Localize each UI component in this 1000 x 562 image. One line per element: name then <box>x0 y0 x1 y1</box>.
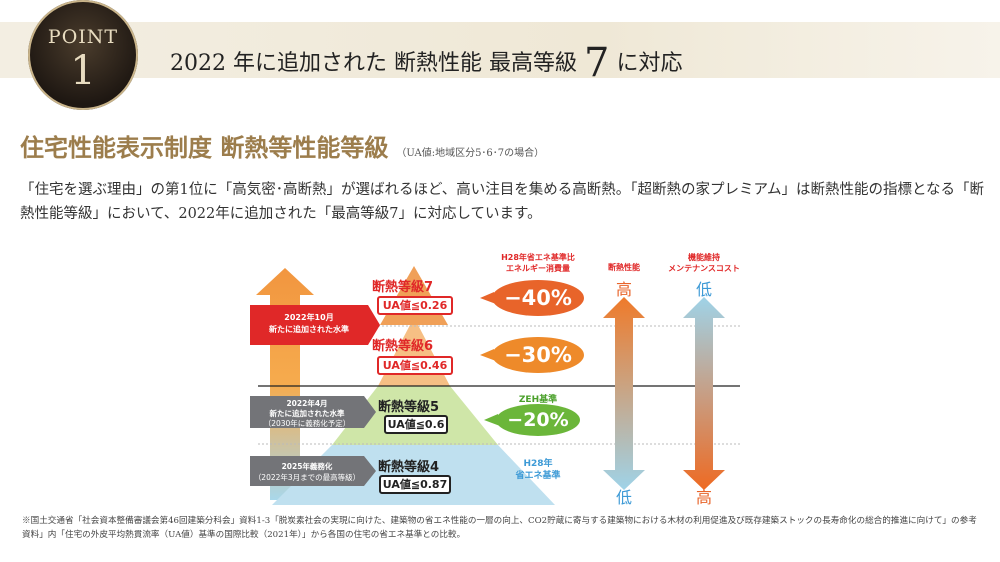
perf-bottom: 低 <box>615 488 632 507</box>
side-label-bg <box>250 396 376 428</box>
cost-arrow <box>683 297 725 490</box>
perf-top: 高 <box>615 280 632 299</box>
section-title-text: 住宅性能表示制度 断熱等性能等級 <box>20 133 389 162</box>
side-label-line: 2022年4月 <box>286 399 328 408</box>
grade4-ua: UA値≦0.87 <box>379 475 451 494</box>
side-label-line: （2030年に義務化予定） <box>263 419 351 428</box>
grade4-name: 断熱等級4 <box>378 460 440 475</box>
side-label-line: （2022年3月までの最高等級） <box>253 473 361 482</box>
h28-label: H28年 省エネ基準 <box>515 459 561 481</box>
point-number: 1 <box>70 48 96 94</box>
description: 「住宅を選ぶ理由」の第1位に「高気密･高断熱」が選ばれるほど、高い注目を集める高… <box>20 182 985 222</box>
grade6-ua: UA値≦0.46 <box>377 356 453 375</box>
grade5-name: 断熱等級5 <box>378 400 440 415</box>
cost-top: 低 <box>695 280 712 299</box>
point-label: POINT <box>47 26 119 48</box>
bubble-40 <box>492 280 584 316</box>
side-label-line: 2022年10月 <box>284 313 334 322</box>
side-label-bg <box>250 305 380 345</box>
side-label-grade4: 2025年義務化 （2022年3月までの最高等級） <box>250 461 364 483</box>
footnote: ※国土交通省「社会資本整備審議会第46回建築分科会」資料1-3「脱炭素社会の実現… <box>22 516 977 540</box>
bubble-30 <box>492 337 584 373</box>
side-label-line: 2025年義務化 <box>281 462 333 471</box>
side-label-bg <box>250 456 376 486</box>
point-badge: POINT 1 <box>28 0 138 110</box>
zeh-label: ZEH基準 <box>518 395 558 405</box>
side-label-line: 新たに追加された水準 <box>269 325 349 334</box>
grade7-ua: UA値≦0.26 <box>377 296 453 315</box>
title-text: 2022 年に追加された 断熱性能 最高等級 <box>170 51 577 76</box>
side-label-grade5: 2022年4月新たに追加された水準（2030年に義務化予定） <box>250 399 364 429</box>
side-label-line: 新たに追加された水準 <box>269 409 345 418</box>
cost-bottom: 高 <box>695 488 712 507</box>
header-banner <box>0 22 1000 78</box>
perf-header: 断熱性能 <box>608 263 640 272</box>
side-label-grade7: 2022年10月新たに追加された水準 <box>250 312 368 336</box>
grade6-name: 断熱等級6 <box>372 339 434 354</box>
reduction-30: −30% <box>504 343 572 367</box>
reduction-40: −40% <box>504 286 572 310</box>
cost-header: 機能維持 メンテナンスコスト <box>668 253 740 273</box>
section-title: 住宅性能表示制度 断熱等性能等級 （UA値:地域区分5･6･7の場合） <box>20 128 544 163</box>
grade5-ua: UA値≦0.6 <box>384 415 448 434</box>
page-title: 2022 年に追加された 断熱性能 最高等級 7 に対応 <box>170 34 683 86</box>
grade7-name: 断熱等級7 <box>372 280 434 295</box>
title-number: 7 <box>583 40 610 86</box>
perf-arrow <box>603 297 645 490</box>
reduction-20: −20% <box>507 409 569 431</box>
title-suffix: に対応 <box>616 51 683 76</box>
bubble-20 <box>496 404 580 436</box>
energy-header: H28年省エネ基準比 エネルギー消費量 <box>501 253 575 273</box>
section-note: （UA値:地域区分5･6･7の場合） <box>396 148 545 159</box>
